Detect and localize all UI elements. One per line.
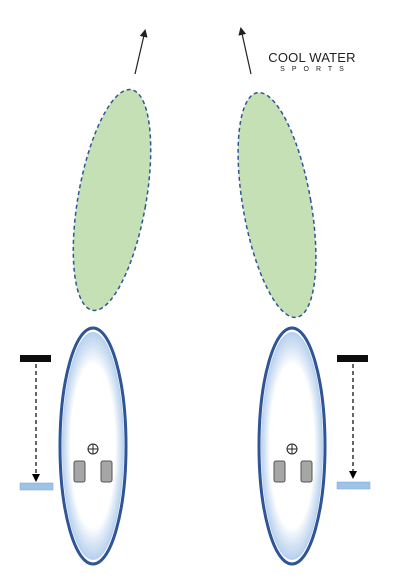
brand-logo: COOL WATER SPORTS (252, 50, 372, 75)
mast-base-right-icon (286, 443, 298, 455)
foot-pad-left-1 (73, 460, 86, 483)
foot-pad-left-2 (100, 460, 113, 483)
bottom-bar-left (19, 482, 54, 491)
wind-arrow-right-icon (238, 27, 252, 75)
foot-pad-right-1 (273, 460, 286, 483)
brand-line2: SPORTS (280, 66, 351, 73)
brand-line1: COOL WATER (268, 50, 356, 65)
board-left (58, 326, 128, 566)
board-right (257, 326, 327, 566)
setup-right (237, 27, 371, 566)
mast-base-left-icon (87, 443, 99, 455)
sail-right (237, 91, 317, 319)
foot-pad-right-2 (300, 460, 313, 483)
top-bar-left (20, 355, 51, 362)
wind-arrow-left-icon (134, 29, 148, 75)
sail-left (72, 88, 152, 312)
bottom-bar-right (336, 481, 371, 490)
setup-left (19, 29, 152, 566)
top-bar-right (337, 355, 368, 362)
